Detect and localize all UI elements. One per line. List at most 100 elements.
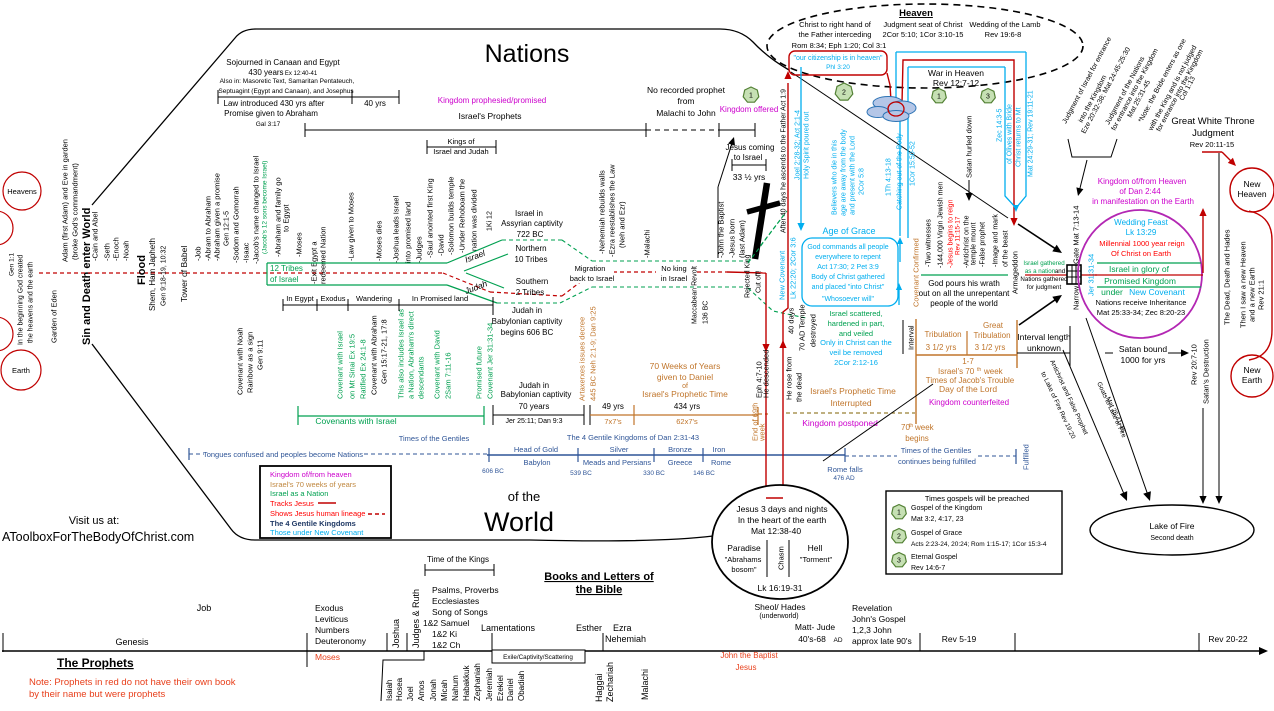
- svg-text:given to Daniel: given to Daniel: [657, 372, 713, 382]
- svg-text:Israel's Prophetic Time: Israel's Prophetic Time: [642, 389, 728, 399]
- svg-text:Earth: Earth: [12, 366, 30, 375]
- svg-text:No king: No king: [661, 264, 686, 273]
- svg-text:(Neh and Ezr): (Neh and Ezr): [618, 201, 627, 248]
- svg-text:week: week: [758, 423, 767, 442]
- svg-text:3 1/2 yrs: 3 1/2 yrs: [975, 343, 1006, 352]
- svg-text:No recorded prophet: No recorded prophet: [647, 85, 726, 95]
- svg-text:-Judges: -Judges: [415, 236, 424, 263]
- svg-text:Deuteronomy: Deuteronomy: [315, 636, 367, 646]
- svg-text:70: 70: [901, 423, 910, 432]
- svg-text:Covenant with David: Covenant with David: [433, 330, 442, 399]
- svg-text:back to Israel: back to Israel: [570, 274, 615, 283]
- svg-text:2: 2: [842, 90, 846, 97]
- svg-text:and a new Earth: and a new Earth: [1248, 267, 1257, 322]
- svg-text:-False prophet: -False prophet: [979, 222, 986, 267]
- svg-text:AD: AD: [833, 637, 842, 644]
- svg-text:1&2 Ki: 1&2 Ki: [432, 629, 457, 639]
- svg-text:Israel scattered,: Israel scattered,: [829, 309, 882, 318]
- svg-text:Christ to right hand of: Christ to right hand of: [799, 20, 872, 29]
- svg-text:Tower of Babel: Tower of Babel: [179, 246, 189, 302]
- svg-text:Kingdom counterfeited: Kingdom counterfeited: [929, 398, 1009, 407]
- svg-text:Kingdom prophesied/promised: Kingdom prophesied/promised: [438, 96, 547, 105]
- svg-text:Kingdom of/from Heaven: Kingdom of/from Heaven: [1098, 177, 1187, 186]
- svg-text:Phl 3:20: Phl 3:20: [826, 64, 850, 71]
- svg-text:and present with the Lord: and present with the Lord: [849, 136, 856, 215]
- svg-text:Hosea: Hosea: [395, 677, 404, 701]
- svg-text:week: week: [983, 367, 1004, 376]
- svg-text:Gate Mat 7:13-14: Gate Mat 7:13-14: [1072, 206, 1081, 264]
- svg-text:Christ returns to Mt: Christ returns to Mt: [1015, 107, 1022, 167]
- svg-text:Rev 11:15-17: Rev 11:15-17: [954, 216, 961, 255]
- svg-text:2: 2: [897, 534, 901, 541]
- svg-text:Flood: Flood: [136, 255, 148, 285]
- svg-text:Shem, Ham Japheth: Shem, Ham Japheth: [148, 238, 157, 311]
- svg-text:(broke God's commandment): (broke God's commandment): [71, 163, 80, 260]
- svg-text:into promised land: into promised land: [404, 202, 413, 263]
- svg-text:Rome falls: Rome falls: [827, 465, 863, 474]
- svg-text:Gen 9:18-19, 10:32: Gen 9:18-19, 10:32: [160, 246, 167, 306]
- svg-text:606 BC: 606 BC: [482, 468, 504, 475]
- svg-text:-Two witnesses: -Two witnesses: [925, 219, 932, 267]
- svg-text:Times of Jacob's Trouble: Times of Jacob's Trouble: [926, 376, 1015, 385]
- svg-text:Rev 20:11-15: Rev 20:11-15: [1190, 140, 1234, 149]
- svg-text:-Saul anointed first King: -Saul anointed first King: [426, 178, 435, 258]
- svg-text:New Covenant: New Covenant: [1129, 287, 1185, 297]
- svg-text:-Isaac: -Isaac: [242, 242, 251, 263]
- svg-text:Iron: Iron: [713, 445, 726, 454]
- svg-text:Interval length: Interval length: [1017, 332, 1071, 342]
- svg-text:Gal 3:17: Gal 3:17: [256, 121, 281, 128]
- svg-text:Jonah: Jonah: [429, 679, 438, 701]
- svg-text:unknown: unknown: [1027, 343, 1061, 353]
- svg-text:He rose from: He rose from: [785, 357, 794, 400]
- svg-text:330 BC: 330 BC: [643, 470, 665, 477]
- svg-text:Israel in glory of: Israel in glory of: [1109, 264, 1170, 274]
- svg-text:Gen 15:17-21, 17:8: Gen 15:17-21, 17:8: [380, 319, 389, 384]
- svg-text:Catching out of the Body: Catching out of the Body: [896, 133, 903, 210]
- svg-text:Esther: Esther: [576, 623, 602, 633]
- svg-text:Visit us at:: Visit us at:: [69, 515, 120, 527]
- svg-text:Lk 16:19-31: Lk 16:19-31: [758, 583, 803, 593]
- svg-text:Kingdom offered: Kingdom offered: [720, 105, 779, 114]
- svg-text:Tribulation: Tribulation: [924, 330, 961, 339]
- svg-text:Ezekiel: Ezekiel: [496, 675, 505, 701]
- svg-text:Rom 8:34; Eph 1:20; Col 3:1: Rom 8:34; Eph 1:20; Col 3:1: [792, 41, 887, 50]
- svg-text:Tongues confused and peoples b: Tongues confused and peoples become Nati…: [203, 450, 363, 459]
- svg-text:Assyrian captivity: Assyrian captivity: [501, 219, 563, 228]
- svg-text:Zec 14:3-5: Zec 14:3-5: [996, 108, 1003, 142]
- svg-text:-Abram to Abraham: -Abram to Abraham: [204, 196, 213, 261]
- svg-text:3: 3: [986, 94, 990, 101]
- svg-text:Judah in: Judah in: [512, 306, 542, 315]
- svg-text:the Father interceding: the Father interceding: [799, 30, 872, 39]
- svg-text:2Cor 2:12-16: 2Cor 2:12-16: [834, 358, 878, 367]
- svg-text:of Olives with Bride: of Olives with Bride: [1006, 104, 1013, 164]
- svg-text:Only in Christ can the: Only in Christ can the: [820, 338, 892, 347]
- svg-text:the heavens and the earth: the heavens and the earth: [27, 262, 34, 343]
- svg-text:a Nation, Abraham's direct: a Nation, Abraham's direct: [407, 310, 416, 399]
- svg-text:week: week: [914, 423, 935, 432]
- svg-text:Rev 21:1: Rev 21:1: [1257, 280, 1266, 310]
- svg-text:Babylonian captivity: Babylonian captivity: [501, 390, 572, 399]
- svg-text:Judah in: Judah in: [519, 381, 549, 390]
- svg-text:Fulfilled: Fulfilled: [1022, 444, 1031, 470]
- svg-text:from: from: [678, 96, 695, 106]
- svg-text:Psalms, Proverbs: Psalms, Proverbs: [432, 585, 499, 595]
- svg-text:1: 1: [937, 94, 941, 101]
- svg-text:the Bible: the Bible: [576, 584, 622, 596]
- svg-text:Eternal Gospel: Eternal Gospel: [911, 554, 958, 561]
- svg-text:Narrow: Narrow: [1072, 285, 1081, 310]
- svg-text:1: 1: [897, 510, 901, 517]
- svg-text:Mat 3:2, 4:17, 23: Mat 3:2, 4:17, 23: [911, 516, 964, 523]
- svg-text:and placed "into Christ": and placed "into Christ": [812, 284, 885, 291]
- svg-text:Bronze: Bronze: [668, 445, 692, 454]
- svg-text:Numbers: Numbers: [315, 625, 349, 635]
- svg-text:Gospel of Grace: Gospel of Grace: [911, 530, 962, 537]
- svg-text:Ecclesiastes: Ecclesiastes: [432, 596, 479, 606]
- svg-text:Amos: Amos: [417, 681, 426, 701]
- svg-text:-Under Rehoboam the: -Under Rehoboam the: [458, 179, 467, 253]
- svg-text:-Jesus begins to reign: -Jesus begins to reign: [947, 199, 954, 268]
- svg-text:1Th 4:13-18: 1Th 4:13-18: [885, 158, 892, 196]
- svg-text:Rev 12:7-12: Rev 12:7-12: [933, 78, 980, 88]
- svg-text:Covenant with Abraham: Covenant with Abraham: [370, 315, 379, 395]
- svg-text:Nehemiah: Nehemiah: [605, 634, 646, 644]
- svg-text:722 BC: 722 BC: [517, 230, 544, 239]
